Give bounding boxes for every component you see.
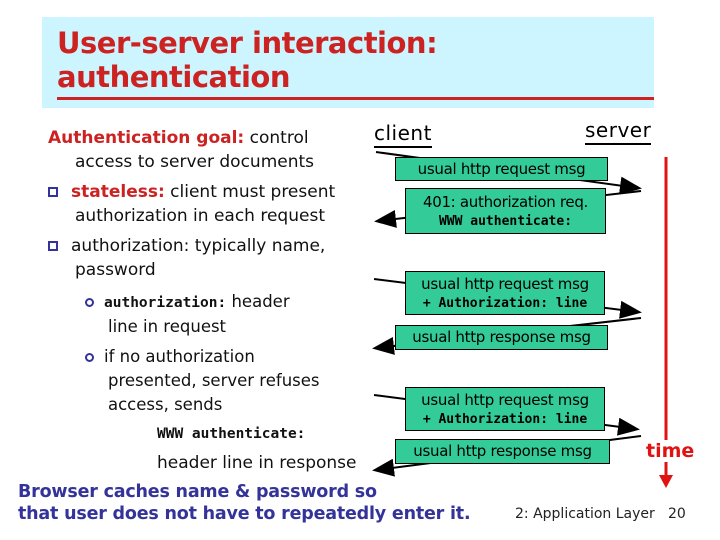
authorization-mono: authorization:	[104, 295, 227, 311]
bullet-column: Authentication goal: control access to s…	[48, 126, 382, 475]
sub1-text: header line in request	[108, 292, 290, 336]
goal-paragraph: Authentication goal: control access to s…	[48, 126, 382, 174]
authorization-text: authorization: typically name, password	[71, 236, 326, 280]
stateless-text: client must present authorization in eac…	[75, 182, 336, 226]
message-box-usual-request-1: usual http request msg	[395, 157, 608, 181]
bullet-authorization: authorization: typically name, password	[48, 234, 382, 282]
message-text: 401: authorization req.	[422, 192, 589, 211]
message-text: usual http request msg	[421, 390, 589, 409]
header-line-response-text: header line in response	[157, 453, 357, 473]
sub-bullet-authorization-header: authorization: header line in request	[85, 290, 382, 339]
goal-text: control access to server documents	[75, 128, 315, 172]
title-bar: User-server interaction: authentication	[42, 17, 654, 108]
message-box-request-with-authorization-1: usual http request msg + Authorization: …	[405, 271, 605, 315]
message-box-usual-response-1: usual http response msg	[395, 325, 608, 350]
circle-bullet-icon	[85, 353, 94, 362]
message-box-request-with-authorization-2: usual http request msg + Authorization: …	[405, 387, 605, 431]
sub2-text: if no authorization presented, server re…	[104, 347, 320, 414]
sub-bullet-list: authorization: header line in request if…	[85, 290, 382, 475]
message-box-usual-response-2: usual http response msg	[395, 439, 610, 464]
message-text-mono: + Authorization: line	[422, 411, 588, 427]
message-text: usual http request msg	[417, 159, 586, 178]
square-bullet-icon	[48, 241, 58, 251]
client-label: client	[374, 121, 432, 148]
message-text: usual http request msg	[421, 274, 589, 293]
page-title: User-server interaction: authentication	[57, 26, 654, 100]
time-axis-arrowhead	[659, 475, 673, 488]
message-text: usual http response msg	[413, 442, 592, 460]
circle-bullet-icon	[85, 298, 94, 307]
footer-section-label: 2: Application Layer	[515, 506, 655, 522]
time-label: time	[645, 440, 696, 462]
goal-highlight: Authentication goal:	[48, 128, 245, 148]
message-text: usual http response msg	[412, 328, 591, 346]
server-label: server	[585, 118, 652, 145]
www-authenticate-mono: WWW authenticate:	[157, 426, 306, 442]
square-bullet-icon	[48, 187, 58, 197]
bullet-stateless: stateless: client must present authoriza…	[48, 180, 382, 228]
message-text-mono: + Authorization: line	[422, 295, 588, 311]
message-box-401-authorization: 401: authorization req. WWW authenticate…	[405, 188, 606, 234]
message-text-mono: WWW authenticate:	[438, 213, 573, 229]
browser-cache-note: Browser caches name & password so that u…	[18, 482, 471, 524]
stateless-highlight: stateless:	[71, 182, 165, 202]
sub-bullet-no-authorization: if no authorization presented, server re…	[85, 345, 382, 417]
footer-page-number: 20	[668, 506, 686, 522]
